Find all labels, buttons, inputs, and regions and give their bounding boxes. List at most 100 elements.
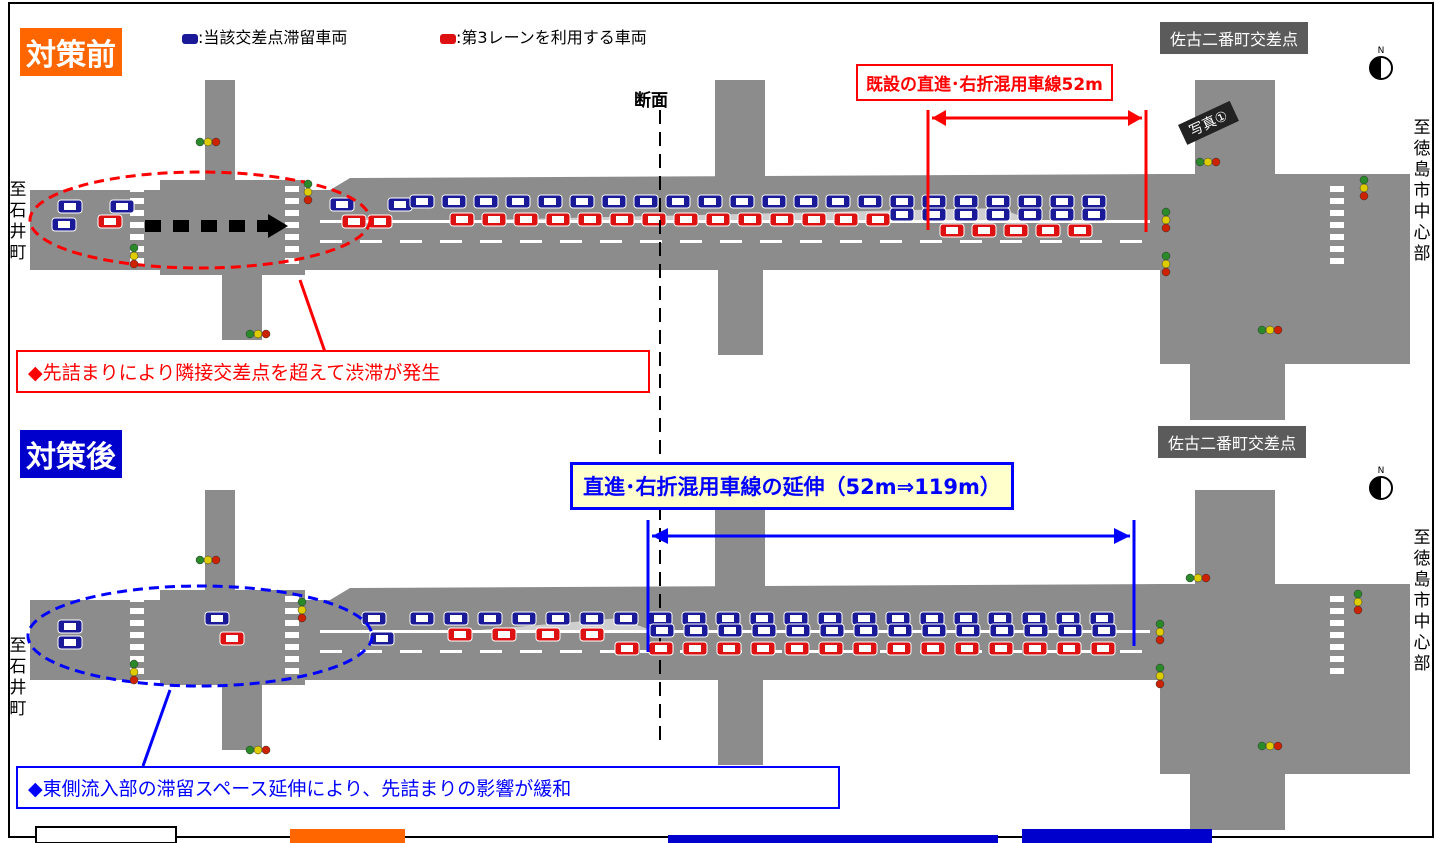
- traffic-signal: [253, 329, 263, 339]
- vehicle-window: [758, 627, 770, 634]
- crosswalk-stripe: [130, 234, 144, 240]
- vehicle-window: [892, 615, 904, 622]
- vehicle-window: [656, 627, 668, 634]
- mid-street-north: [715, 80, 765, 180]
- traffic-signal: [1359, 191, 1369, 201]
- lane-marking: [1080, 240, 1102, 243]
- traffic-signal: [245, 745, 255, 755]
- vehicle-window: [226, 635, 238, 642]
- lane-marking: [800, 650, 822, 653]
- lane-marking: [560, 240, 582, 243]
- vehicle-window: [928, 198, 940, 205]
- vehicle-window: [680, 216, 692, 223]
- vehicle-window: [1088, 211, 1100, 218]
- crosswalk-stripe: [285, 186, 299, 192]
- before-queue-ellipse: [28, 170, 372, 270]
- traffic-signal: [1195, 157, 1205, 167]
- lane-marking: [440, 650, 462, 653]
- vehicle-window: [800, 198, 812, 205]
- vehicle-window: [64, 623, 76, 630]
- cross-street-north: [205, 490, 235, 600]
- crosswalk-stripe: [130, 186, 144, 192]
- vehicle-window: [1056, 211, 1068, 218]
- vehicle-window: [648, 216, 660, 223]
- crosswalk-stripe: [1330, 210, 1344, 216]
- vehicle-window: [860, 627, 872, 634]
- vehicle-window: [1010, 227, 1022, 234]
- vehicle-window: [859, 645, 871, 652]
- vehicle-window: [640, 198, 652, 205]
- after-callout: ◆東側流入部の滞留スペース延伸により、先詰まりの影響が緩和: [16, 766, 840, 809]
- vehicle-window: [58, 221, 70, 228]
- crosswalk-stripe: [130, 596, 144, 602]
- after-intersection-name: 佐古二番町交差点: [1158, 426, 1307, 458]
- after-title: 対策後: [20, 430, 122, 478]
- traffic-signal: [303, 179, 313, 189]
- crosswalk-stripe: [1330, 234, 1344, 240]
- vehicle-window: [586, 615, 598, 622]
- lane-marking: [600, 650, 622, 653]
- mid-street-south: [718, 270, 763, 355]
- crosswalk-stripe: [1330, 656, 1344, 662]
- legend-stay-vehicle: :当該交差点滞留車両: [182, 24, 347, 48]
- vehicle-window: [576, 198, 588, 205]
- traffic-signal: [1161, 207, 1171, 217]
- crosswalk-stripe: [285, 198, 299, 204]
- traffic-signal: [129, 259, 139, 269]
- lane-marking: [880, 240, 902, 243]
- vehicle-window: [962, 627, 974, 634]
- dotted-arrow: [229, 220, 245, 232]
- lane-marking: [560, 650, 582, 653]
- vehicle-window: [832, 198, 844, 205]
- vehicle-window: [484, 615, 496, 622]
- vehicle-window: [690, 627, 702, 634]
- traffic-signal: [1161, 267, 1171, 277]
- traffic-signal: [1201, 573, 1211, 583]
- traffic-signal: [1161, 251, 1171, 261]
- vehicle-window: [368, 615, 380, 622]
- before-intersection-name: 佐古二番町交差点: [1160, 22, 1309, 54]
- traffic-signal: [195, 137, 205, 147]
- crosswalk-stripe: [130, 222, 144, 228]
- after-queue-ellipse: [26, 584, 374, 688]
- vehicle-window: [1074, 227, 1086, 234]
- vehicle-window: [655, 645, 667, 652]
- crosswalk-stripe: [285, 620, 299, 626]
- before-callout: ◆先詰まりにより隣接交差点を超えて渋滞が発生: [16, 350, 650, 393]
- bottom-box: [1022, 829, 1212, 843]
- vehicle-window: [394, 201, 406, 208]
- vehicle-window: [336, 201, 348, 208]
- vehicle-window: [552, 615, 564, 622]
- before-title: 対策前: [20, 28, 122, 76]
- vehicle-window: [116, 203, 128, 210]
- lane-marking: [800, 240, 822, 243]
- vehicle-window: [996, 627, 1008, 634]
- vehicle-window: [1028, 615, 1040, 622]
- traffic-signal: [129, 243, 139, 253]
- vehicle-window: [211, 615, 223, 622]
- dotted-arrow: [173, 220, 189, 232]
- lane-marking: [960, 240, 982, 243]
- crosswalk-stripe: [285, 210, 299, 216]
- vehicle-window: [542, 631, 554, 638]
- vehicle-window: [512, 198, 524, 205]
- traffic-signal: [303, 187, 313, 197]
- vehicle-window: [712, 216, 724, 223]
- north-arrow-icon: N: [1368, 46, 1394, 80]
- vehicle-window: [926, 615, 938, 622]
- vehicle-window: [104, 218, 116, 225]
- traffic-signal: [1273, 741, 1283, 751]
- vehicle-window: [893, 645, 905, 652]
- crosswalk-stripe: [130, 198, 144, 204]
- traffic-signal: [1155, 627, 1165, 637]
- crosswalk-stripe: [1330, 596, 1344, 602]
- vehicle-window: [704, 198, 716, 205]
- traffic-signal: [261, 745, 271, 755]
- traffic-signal: [1185, 573, 1195, 583]
- vehicle-window: [994, 615, 1006, 622]
- vehicle-window: [896, 198, 908, 205]
- vehicle-window: [824, 615, 836, 622]
- crosswalk-stripe: [285, 596, 299, 602]
- lane-marking: [400, 650, 422, 653]
